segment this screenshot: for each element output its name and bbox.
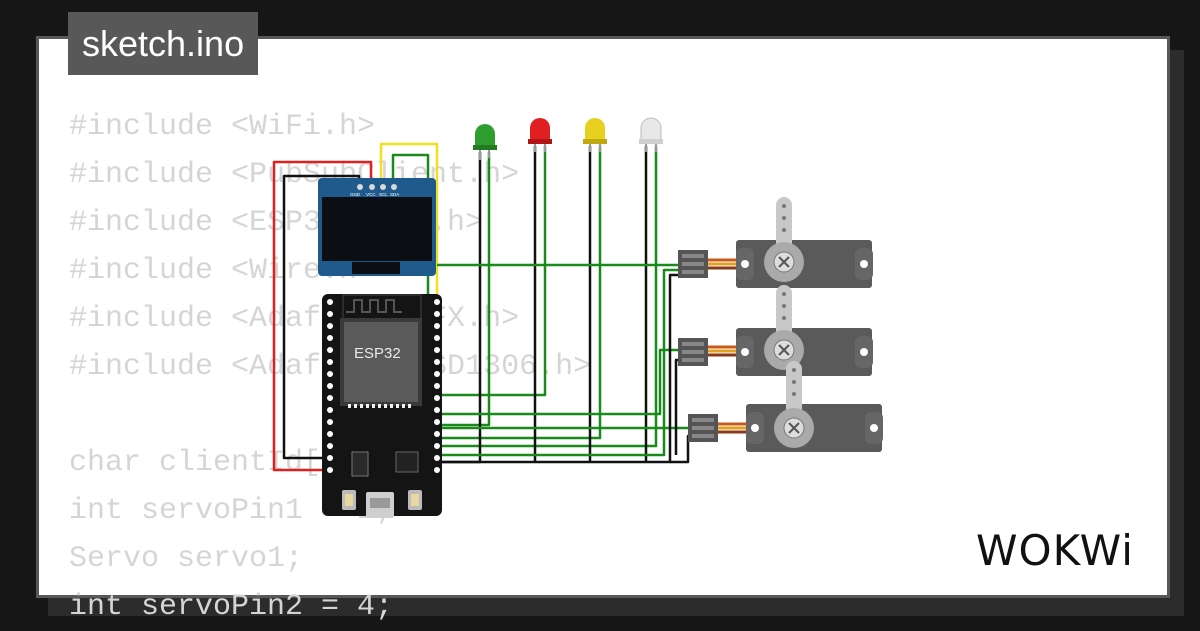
oled-display: GND VCC SCL SDA xyxy=(318,178,436,276)
servo-1 xyxy=(678,197,873,288)
wire-green xyxy=(437,146,547,397)
wire-black xyxy=(437,152,482,464)
wire-green xyxy=(437,146,658,448)
servo-2 xyxy=(678,285,873,376)
oled-pin-label: VCC xyxy=(366,192,376,197)
esp32-board: ESP32 xyxy=(322,294,442,518)
oled-pin-label: GND xyxy=(350,192,361,197)
wire-green xyxy=(437,152,491,427)
code-line: int servoPin2 = 4; xyxy=(69,590,394,624)
code-line: #include <WiFi.h> xyxy=(69,110,376,144)
wire-green xyxy=(437,348,680,416)
led-green xyxy=(473,124,497,160)
wire-red xyxy=(272,160,373,472)
oled-pin-label: SDA xyxy=(390,192,399,197)
wire-black xyxy=(674,358,680,455)
wires xyxy=(272,142,690,472)
wokwi-logo: WOKWi xyxy=(976,526,1134,575)
led-red xyxy=(528,118,552,152)
wire-yellow xyxy=(379,142,439,318)
code-line: Servo servo1; xyxy=(69,542,304,576)
oled-pin-label: SCL xyxy=(379,192,388,197)
wire-green xyxy=(437,268,680,457)
wire-black xyxy=(437,273,680,464)
led-white xyxy=(639,117,663,152)
wire-green xyxy=(437,146,602,440)
wire-black xyxy=(670,434,690,464)
led-yellow xyxy=(583,118,607,152)
file-name-tab[interactable]: sketch.ino xyxy=(68,12,259,75)
servo-3 xyxy=(688,361,883,452)
mcu-label: ESP32 xyxy=(354,345,401,362)
